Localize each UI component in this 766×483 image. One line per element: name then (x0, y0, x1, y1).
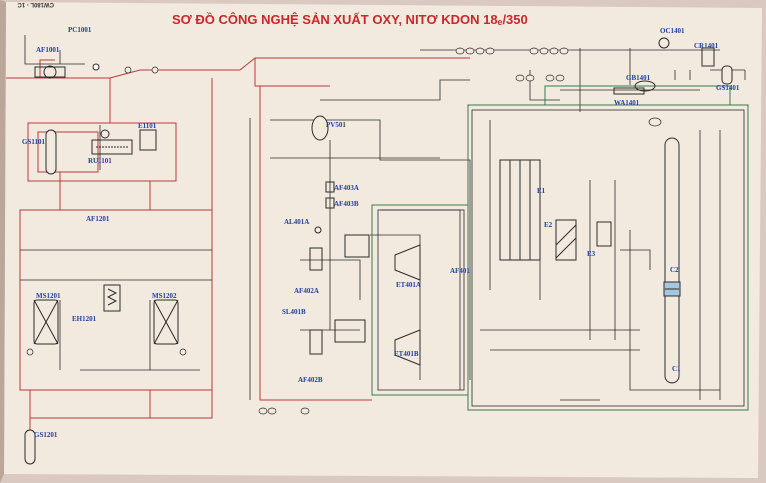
sheet-left-edge (0, 0, 6, 483)
label-oc1401: OC1401 (660, 27, 685, 35)
label-af403b: AF403B (334, 200, 359, 208)
vessel-pv501 (311, 115, 329, 141)
label-af1201: AF1201 (86, 215, 110, 223)
label-af402a: AF402A (294, 287, 319, 295)
vessel-gs1401 (721, 65, 733, 85)
filter-af403b (325, 197, 335, 209)
label-af402b: AF402B (298, 376, 323, 384)
label-e3: E3 (587, 250, 596, 258)
expander-et401b (394, 329, 421, 366)
label-gs1201: GS1201 (34, 431, 58, 439)
label-gs1401: GS1401 (716, 84, 740, 92)
label-wa1401: WA1401 (614, 99, 640, 107)
main-exchanger-e1 (499, 159, 541, 261)
expander-et401a (394, 244, 421, 281)
label-af403a: AF403A (334, 184, 359, 192)
filter-af403a (325, 181, 335, 193)
label-eh1201: EH1201 (72, 315, 97, 323)
label-ms1202: MS1202 (152, 292, 177, 300)
label-c1: C1 (672, 365, 681, 373)
coldbox-frames (371, 85, 749, 411)
label-pc1001: PC1001 (68, 26, 92, 34)
label-e1101: E1101 (138, 122, 157, 130)
label-af401: AF401 (450, 267, 470, 275)
exchanger-e3 (596, 221, 612, 247)
main-coldbox (467, 104, 749, 411)
label-af1001: AF1001 (36, 46, 60, 54)
vessel-gs1201 (24, 429, 36, 465)
heater-eh1201 (103, 284, 121, 312)
label-gs1101: GS1101 (22, 138, 45, 146)
cooler-oc1401 (658, 37, 670, 49)
label-cr1401: CR1401 (694, 42, 719, 50)
tank-wa1401 (613, 87, 645, 95)
equipment-labels: PC1001 AF1001 GS1101 E1101 RU1101 AF1201… (22, 26, 740, 439)
label-pv501: PV501 (326, 121, 346, 129)
label-al401a: AL401A (284, 218, 309, 226)
subcooler-e2 (555, 219, 577, 261)
instrument-bubbles (26, 47, 662, 415)
label-e2: E2 (544, 221, 553, 229)
precooling-unit-frame (27, 122, 177, 182)
label-gb1401: GB1401 (626, 74, 651, 82)
label-et401a: ET401A (396, 281, 421, 289)
booster-set-b (309, 319, 366, 355)
coldbox-inner-frames (377, 109, 745, 407)
adsorber-ms1202 (153, 299, 179, 345)
label-ru1101: RU1101 (88, 157, 112, 165)
diagram-title: SƠ ĐỒ CÔNG NGHỆ SẢN XUẤT OXY, NITƠ KDON … (172, 12, 528, 27)
distillation-column (663, 137, 681, 384)
adsorber-ms1201 (33, 299, 59, 345)
label-ms1201: MS1201 (36, 292, 61, 300)
red-piping (6, 57, 470, 430)
label-e1: E1 (537, 187, 546, 195)
label-sl401b: SL401B (282, 308, 306, 316)
black-piping (20, 35, 746, 401)
refrigeration-unit-ru1101 (91, 129, 133, 155)
blower-gb1401 (634, 80, 656, 92)
precooling-inner-frame (37, 131, 99, 173)
corner-tag: CW180L - 1C (17, 1, 54, 7)
booster-set-a (309, 226, 370, 271)
exchanger-e1101 (139, 129, 157, 151)
diagram-sheet (4, 2, 762, 478)
air-filter-af1001 (34, 63, 100, 79)
vessel-gs1101 (45, 129, 57, 175)
label-et401b: ET401B (394, 350, 419, 358)
cooler-cr1401 (701, 47, 715, 67)
label-c2: C2 (670, 266, 679, 274)
